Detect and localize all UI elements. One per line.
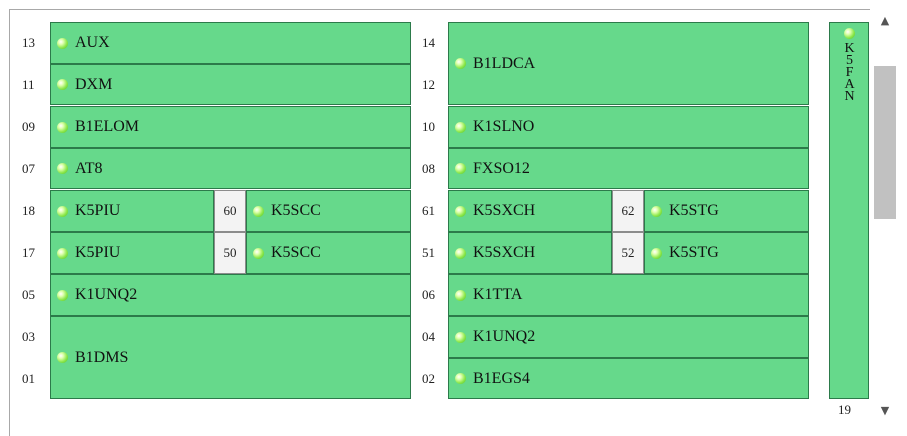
card-dxm[interactable]: DXM [50, 64, 411, 105]
status-led-icon [57, 37, 68, 49]
slot-number: 19 [838, 402, 851, 417]
status-led-icon [455, 289, 466, 301]
card-k5piu[interactable]: K5PIU [50, 190, 214, 232]
slot-number: 09 [22, 119, 35, 134]
status-led-icon [455, 163, 466, 174]
card-k1unq2[interactable]: K1UNQ2 [50, 274, 411, 316]
card-label: K1TTA [473, 286, 523, 303]
card-b1dms[interactable]: B1DMS [50, 316, 411, 399]
slot-number: 52 [612, 232, 644, 274]
card-label: K5STG [669, 202, 719, 219]
card-label: K5SCC [271, 244, 321, 261]
status-led-icon [253, 247, 264, 259]
card-label: K5PIU [75, 202, 121, 219]
status-led-icon [57, 247, 68, 259]
status-led-icon [455, 331, 466, 343]
card-label: K5SXCH [473, 202, 536, 219]
status-led-icon [57, 352, 68, 363]
card-aux[interactable]: AUX [50, 22, 411, 64]
slot-number: 51 [422, 245, 435, 260]
status-led-icon [57, 289, 68, 301]
slot-number: 62 [612, 190, 644, 232]
card-label: AUX [75, 34, 110, 51]
card-k5scc[interactable]: K5SCC [246, 190, 411, 232]
card-b1egs4[interactable]: B1EGS4 [448, 358, 809, 399]
slot-number: 05 [22, 287, 35, 302]
slot-number: 11 [22, 77, 35, 92]
card-label: B1ELOM [75, 118, 139, 135]
card-k5scc[interactable]: K5SCC [246, 232, 411, 274]
slot-number: 17 [22, 245, 35, 260]
card-label: K1UNQ2 [473, 328, 536, 345]
status-led-icon [253, 205, 264, 217]
slot-number: 13 [22, 35, 35, 50]
card-label: K5PIU [75, 244, 121, 261]
vertical-scrollbar[interactable]: ▲ ▼ [870, 9, 900, 433]
slot-number: 02 [422, 371, 435, 386]
card-k1unq2[interactable]: K1UNQ2 [448, 316, 809, 358]
card-label: K1UNQ2 [75, 286, 138, 303]
slot-number: 08 [422, 161, 435, 176]
card-label: K1SLNO [473, 118, 535, 135]
card-k5fan[interactable]: K5FAN [829, 22, 869, 399]
slot-number: 07 [22, 161, 35, 176]
slot-number: 06 [422, 287, 435, 302]
card-at8[interactable]: AT8 [50, 148, 411, 189]
card-label: AT8 [75, 159, 103, 177]
slot-number: 03 [22, 329, 35, 344]
card-b1elom[interactable]: B1ELOM [50, 106, 411, 148]
card-k5piu[interactable]: K5PIU [50, 232, 214, 274]
chevron-up-icon[interactable]: ▲ [880, 13, 890, 27]
card-label: K5FAN [842, 41, 857, 101]
slot-number: 12 [422, 77, 435, 92]
card-label: B1DMS [75, 348, 129, 366]
slot-number: 50 [214, 232, 246, 274]
status-led-icon [651, 205, 662, 217]
slot-number: 18 [22, 203, 35, 218]
status-led-icon [57, 163, 68, 174]
chevron-down-icon[interactable]: ▼ [880, 403, 890, 417]
card-k1tta[interactable]: K1TTA [448, 274, 809, 316]
card-label: K5SXCH [473, 244, 536, 261]
card-label: B1EGS4 [473, 369, 530, 387]
slot-number: 61 [422, 203, 435, 218]
status-led-icon [455, 121, 466, 133]
slot-number: 04 [422, 329, 435, 344]
status-led-icon [57, 79, 68, 90]
scrollbar-thumb[interactable] [874, 66, 896, 219]
status-led-icon [455, 205, 466, 217]
status-led-icon [651, 247, 662, 259]
slot-number: 60 [214, 190, 246, 232]
card-k5sxch[interactable]: K5SXCH [448, 190, 612, 232]
card-label: K5SCC [271, 202, 321, 219]
card-label: B1LDCA [473, 54, 536, 72]
status-led-icon [455, 58, 466, 69]
status-led-icon [57, 205, 68, 217]
card-label: K5STG [669, 244, 719, 261]
card-label: DXM [75, 75, 113, 93]
slot-number: 01 [22, 371, 35, 386]
card-k5stg[interactable]: K5STG [644, 190, 809, 232]
card-b1ldca[interactable]: B1LDCA [448, 22, 809, 105]
status-led-icon [455, 247, 466, 259]
card-k5sxch[interactable]: K5SXCH [448, 232, 612, 274]
status-led-icon [57, 121, 68, 133]
card-label: FXSO12 [473, 159, 530, 177]
slot-number: 14 [422, 35, 435, 50]
status-led-icon [455, 373, 466, 384]
card-k5stg[interactable]: K5STG [644, 232, 809, 274]
card-k1slno[interactable]: K1SLNO [448, 106, 809, 148]
card-fxso12[interactable]: FXSO12 [448, 148, 809, 189]
slot-number: 10 [422, 119, 435, 134]
status-led-icon [843, 28, 855, 39]
